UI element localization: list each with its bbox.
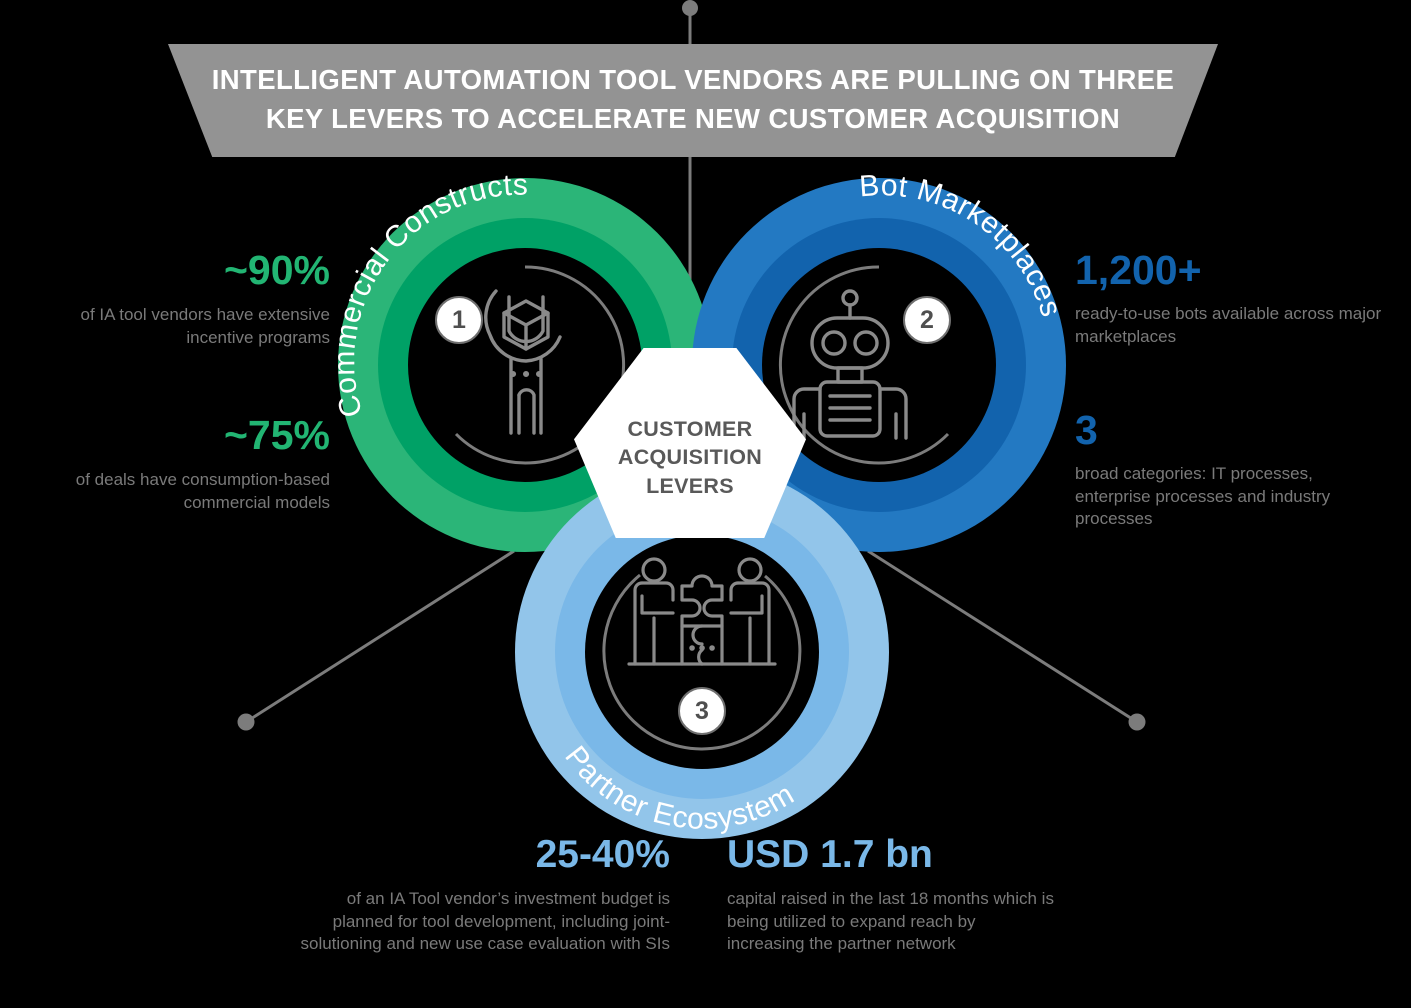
lever3-number: 3 <box>695 696 709 725</box>
partners-puzzle-icon <box>627 557 777 666</box>
lever2-title-arc: Bot Marketplaces <box>858 169 1067 321</box>
center-label: CUSTOMER ACQUISITION LEVERS <box>574 415 806 500</box>
stat-value-25-40pct: 25-40% <box>535 833 670 876</box>
lever1-number: 1 <box>452 305 466 334</box>
lever3-title-arc: Partner Ecosystem <box>558 740 800 836</box>
lever2-number: 2 <box>920 305 934 334</box>
page-title: INTELLIGENT AUTOMATION TOOL VENDORS ARE … <box>211 64 1175 135</box>
stat-desc-1200plus: ready-to-use bots available across major… <box>1075 304 1382 346</box>
stat-desc-3: broad categories: IT processes, enterpri… <box>1075 464 1331 529</box>
connector-dot-bottom-left <box>237 713 255 731</box>
center-label-line1: CUSTOMER <box>627 417 753 441</box>
lever2-number-badge: 2 <box>903 296 951 344</box>
center-label-line3: LEVERS <box>646 473 734 498</box>
stat-desc-25-40pct: of an IA Tool vendor’s investment budget… <box>300 889 670 954</box>
banner: INTELLIGENT AUTOMATION TOOL VENDORS ARE … <box>0 0 1411 170</box>
stat-value-3: 3 <box>1075 407 1098 453</box>
lever1-number-badge: 1 <box>435 296 483 344</box>
stat-block-left-2: ~75% of deals have consumption-based com… <box>40 415 330 514</box>
stat-desc-90pct: of IA tool vendors have extensive incent… <box>80 305 331 347</box>
stat-value-1200plus: 1,200+ <box>1075 247 1202 293</box>
connector-dot-bottom-right <box>1128 713 1146 731</box>
banner-shape <box>167 44 1219 157</box>
stat-value-usd-1-7bn: USD 1.7 bn <box>727 833 933 876</box>
connector-line-bottom-left <box>245 549 515 724</box>
lever3-number-badge: 3 <box>678 687 726 735</box>
robot-icon <box>792 289 908 440</box>
stat-desc-75pct: of deals have consumption-based commerci… <box>75 470 330 512</box>
lever3-hairline-arc <box>602 573 802 751</box>
stat-block-right-1: 1,200+ ready-to-use bots available acros… <box>1075 250 1385 348</box>
stat-block-left-1: ~90% of IA tool vendors have extensive i… <box>40 247 331 349</box>
stat-value-90pct: ~90% <box>223 247 330 293</box>
stat-desc-usd-1-7bn: capital raised in the last 18 months whi… <box>727 889 1054 954</box>
center-label-line2: ACQUISITION <box>617 445 763 470</box>
stat-block-right-2: 3 broad categories: IT processes, enterp… <box>1075 410 1390 531</box>
stat-block-bottom-1: 25-40% of an IA Tool vendor’s investment… <box>290 835 670 956</box>
lever2-hairline-arc <box>778 265 950 465</box>
stat-value-75pct: ~75% <box>223 412 330 458</box>
lever3-title: Partner Ecosystem <box>558 740 800 836</box>
stat-block-bottom-2: USD 1.7 bn capital raised in the last 18… <box>727 835 1057 956</box>
wrench-cube-icon <box>484 289 562 435</box>
connector-line-bottom-right <box>867 549 1138 724</box>
